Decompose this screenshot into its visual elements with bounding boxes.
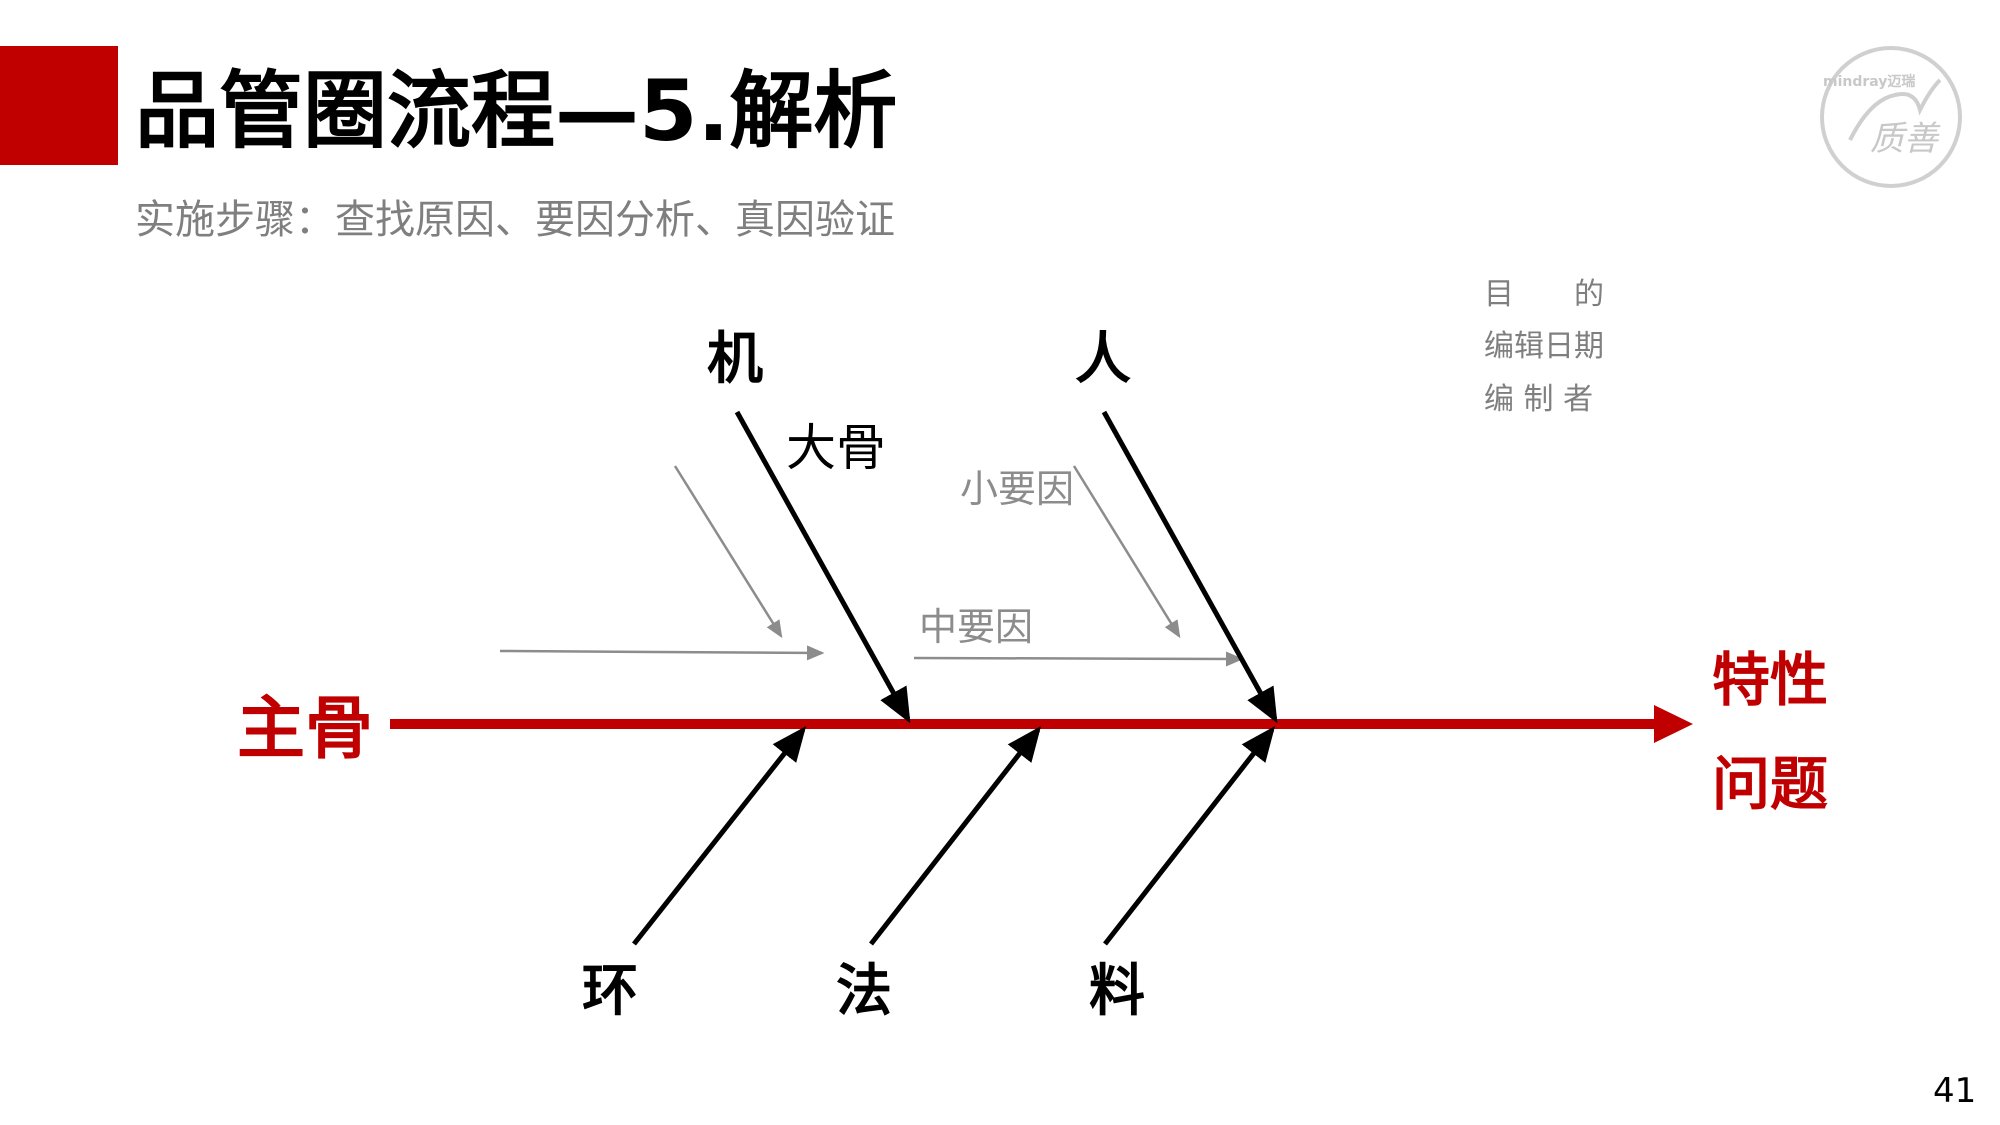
bone-machine: [734, 410, 911, 724]
mid-cause-arrow-2: [913, 651, 1244, 667]
page-title: 品管圈流程—5.解析: [135, 62, 897, 160]
small-cause-arrow-1: [673, 465, 783, 639]
title-accent-block: [0, 46, 118, 165]
effect-label-problem: 问题: [1712, 750, 1828, 818]
page-number: 41: [1933, 1071, 1976, 1111]
effect-label-characteristic: 特性: [1712, 646, 1828, 714]
bone-method: [869, 726, 1042, 946]
big-bone-label: 大骨: [786, 419, 886, 477]
author-label: 编 制 者: [1484, 382, 1593, 417]
mid-cause-label: 中要因: [919, 605, 1033, 649]
main-spine-arrowhead: [1654, 705, 1693, 743]
mid-cause-arrow-1: [499, 645, 825, 661]
page-subtitle: 实施步骤：查找原因、要因分析、真因验证: [135, 197, 895, 243]
svg-text:质善: 质善: [1870, 119, 1941, 159]
bone-environment: [632, 726, 807, 946]
small-cause-label: 小要因: [960, 467, 1074, 511]
category-material: 料: [1089, 959, 1145, 1024]
spine-label: 主骨: [237, 690, 373, 769]
small-cause-arrow-2: [1072, 465, 1181, 639]
bone-material: [1103, 726, 1276, 946]
category-machine: 机: [707, 327, 763, 392]
purpose-label: 目 的: [1484, 277, 1604, 312]
bone-man: [1101, 410, 1278, 724]
svg-text:mindray迈瑞: mindray迈瑞: [1823, 73, 1915, 90]
edit-date-label: 编辑日期: [1484, 329, 1604, 364]
category-environment: 环: [582, 959, 638, 1024]
category-man: 人: [1075, 327, 1131, 392]
mindray-logo: mindray迈瑞 质善: [1820, 46, 1962, 188]
category-method: 法: [836, 959, 892, 1024]
